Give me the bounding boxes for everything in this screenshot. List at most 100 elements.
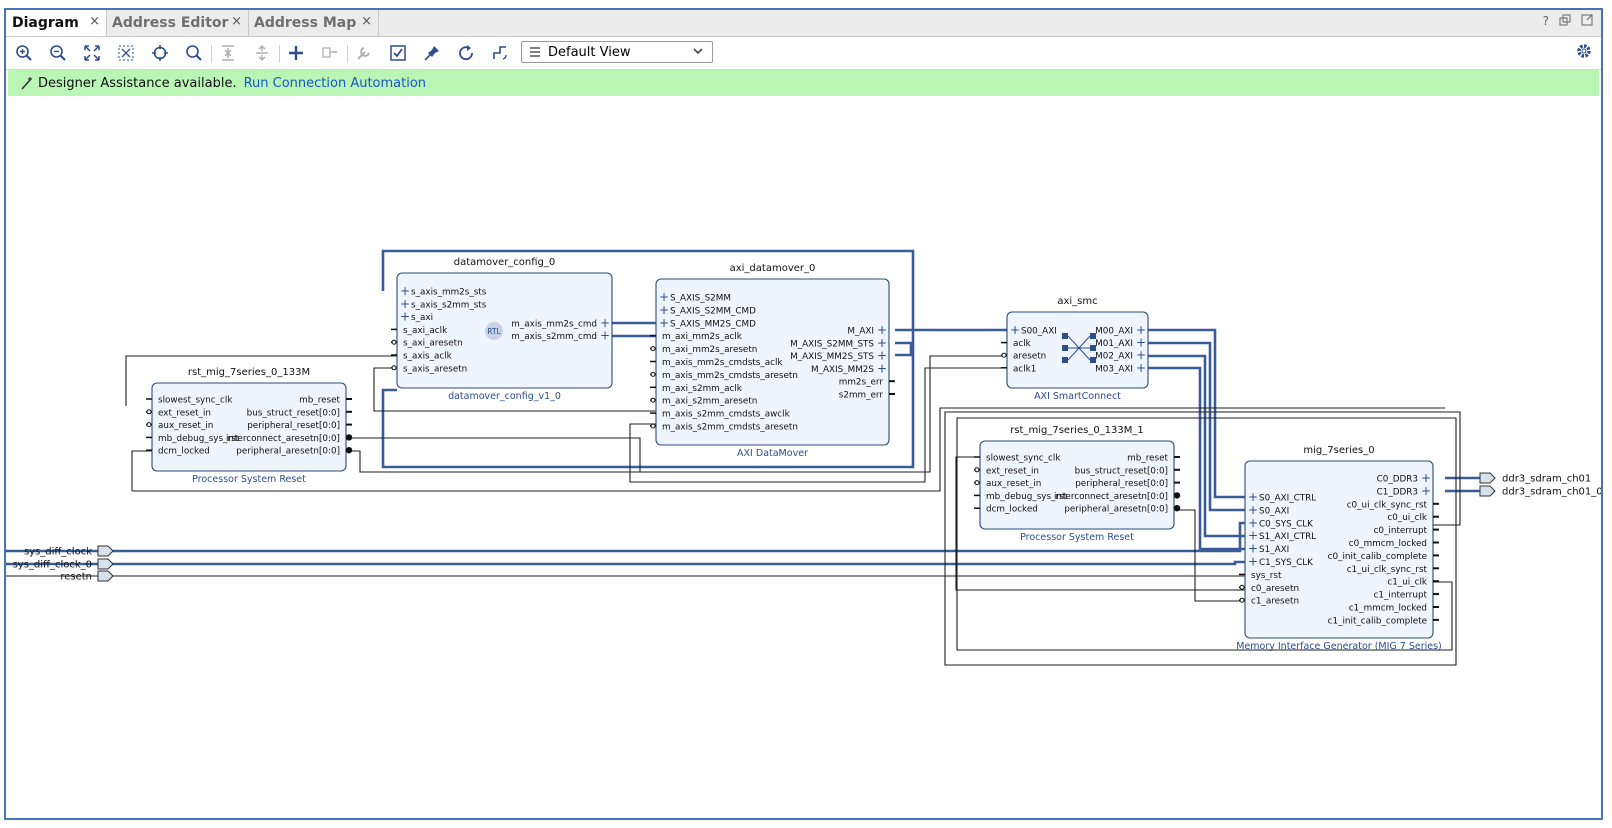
expand-all-icon: [251, 42, 273, 64]
external-input-sys_diff_clock[interactable]: sys_diff_clock: [24, 545, 114, 558]
port-expand-icon[interactable]: +: [400, 310, 410, 324]
wire-periph-b: [1174, 509, 1245, 602]
port-expand-icon[interactable]: +: [1136, 348, 1146, 362]
fit-selection-icon[interactable]: [115, 42, 137, 64]
fit-view-icon[interactable]: [81, 42, 103, 64]
block-datamover_config[interactable]: datamover_config_0datamover_config_v1_0+…: [391, 257, 613, 402]
port-expand-icon[interactable]: +: [1136, 361, 1146, 375]
block-datamover_config-body[interactable]: [396, 272, 613, 389]
port-expand-icon[interactable]: +: [400, 284, 410, 298]
port-label: m_axi_mm2s_aclk: [662, 332, 743, 342]
port-label: m_axis_mm2s_cmdsts_aclk: [662, 358, 783, 368]
block-rst_a-body[interactable]: [151, 382, 347, 472]
port-label: aux_reset_in: [158, 421, 213, 431]
output-port-shape[interactable]: [1479, 485, 1496, 497]
output-port-shape[interactable]: [1479, 472, 1496, 484]
block-mig-body[interactable]: [1244, 460, 1434, 639]
port-expand-icon[interactable]: +: [877, 336, 887, 350]
port-expand-icon[interactable]: +: [1136, 336, 1146, 350]
port-expand-icon[interactable]: +: [1421, 471, 1431, 485]
view-list-icon: [530, 47, 540, 57]
port-label: S1_AXI: [1259, 545, 1289, 555]
block-name: axi_smc: [1057, 296, 1097, 307]
pin-icon[interactable]: [421, 42, 443, 64]
port-label: S1_AXI_CTRL: [1259, 532, 1316, 542]
tab-address-editor-close-icon[interactable]: ×: [231, 14, 242, 29]
input-port-shape[interactable]: [97, 558, 114, 570]
port-expand-icon[interactable]: +: [1248, 516, 1258, 530]
gear-icon[interactable]: [1575, 42, 1593, 60]
port-expand-icon[interactable]: +: [1248, 503, 1258, 517]
port-expand-icon[interactable]: +: [659, 303, 669, 317]
run-connection-automation-link[interactable]: Run Connection Automation: [243, 75, 427, 91]
port-label: bus_struct_reset[0:0]: [247, 408, 340, 418]
port-expand-icon[interactable]: +: [400, 297, 410, 311]
input-port-shape[interactable]: [97, 545, 114, 557]
port-expand-icon[interactable]: +: [659, 290, 669, 304]
zoom-in-icon[interactable]: [13, 42, 35, 64]
regenerate-layout-icon[interactable]: [455, 42, 477, 64]
restore-icon[interactable]: [1559, 14, 1571, 26]
port-expand-icon[interactable]: +: [877, 349, 887, 363]
port-expand-icon[interactable]: +: [1421, 484, 1431, 498]
port-label: mb_debug_sys_rst: [158, 434, 240, 444]
auto-connect-icon[interactable]: [149, 42, 171, 64]
tab-address-map-label: Address Map: [254, 15, 357, 31]
port-expand-icon[interactable]: +: [1248, 555, 1258, 569]
port-expand-icon[interactable]: +: [1136, 323, 1146, 337]
port-label: M03_AXI: [1095, 364, 1133, 374]
port-label: m_axi_s2mm_aresetn: [662, 397, 757, 407]
port-label: c0_init_calib_complete: [1328, 552, 1427, 562]
port-expand-icon[interactable]: +: [1248, 529, 1258, 543]
port-expand-icon[interactable]: +: [1248, 542, 1258, 556]
tab-diagram[interactable]: Diagram ×: [6, 10, 107, 36]
tab-address-editor[interactable]: Address Editor ×: [106, 10, 249, 36]
validate-design-icon[interactable]: [387, 42, 409, 64]
block-rst_b-body[interactable]: [979, 440, 1175, 530]
port-label: s_axis_aclk: [403, 352, 453, 362]
port-expand-icon[interactable]: +: [600, 316, 610, 330]
external-output-label: ddr3_sdram_ch01: [1502, 474, 1591, 485]
external-input-sys_diff_clock_0[interactable]: sys_diff_clock_0: [13, 558, 114, 571]
port-expand-icon[interactable]: +: [600, 328, 610, 342]
input-port-shape[interactable]: [97, 570, 114, 582]
tab-diagram-label: Diagram: [12, 15, 79, 31]
port-label: slowest_sync_clk: [158, 396, 233, 406]
port-label: S0_AXI_CTRL: [1259, 494, 1316, 504]
tab-address-editor-label: Address Editor: [112, 15, 229, 31]
external-output-ddr3_sdram_ch01_0[interactable]: ddr3_sdram_ch01_0: [1479, 485, 1601, 498]
optimize-routing-icon[interactable]: [489, 42, 511, 64]
search-icon[interactable]: [183, 42, 205, 64]
maximize-icon[interactable]: [1581, 14, 1593, 26]
block-subtitle: AXI SmartConnect: [1034, 391, 1121, 402]
port-label: c0_interrupt: [1374, 526, 1428, 536]
port-expand-icon[interactable]: +: [877, 323, 887, 337]
port-expand-icon[interactable]: +: [1248, 490, 1258, 504]
port-expand-icon[interactable]: +: [659, 316, 669, 330]
tab-address-map-close-icon[interactable]: ×: [361, 14, 372, 29]
external-input-resetn[interactable]: resetn: [60, 570, 114, 583]
port-expand-icon[interactable]: +: [877, 361, 887, 375]
help-icon[interactable]: ?: [1542, 14, 1549, 28]
tab-diagram-close-icon[interactable]: ×: [89, 14, 100, 29]
port-inverter: [1239, 597, 1245, 603]
view-select[interactable]: Default View: [521, 41, 713, 63]
tab-address-map[interactable]: Address Map ×: [248, 10, 379, 36]
port-label: m_axis_mm2s_cmd: [511, 320, 597, 330]
port-label: bus_struct_reset[0:0]: [1075, 466, 1168, 476]
external-output-ddr3_sdram_ch01[interactable]: ddr3_sdram_ch01: [1479, 472, 1591, 485]
block-diagram-canvas[interactable]: datamover_config_0datamover_config_v1_0+…: [6, 96, 1601, 816]
port-expand-icon[interactable]: +: [1010, 323, 1020, 337]
bus-wire-loop: [381, 249, 915, 469]
zoom-out-icon[interactable]: [47, 42, 69, 64]
port-inverter: [391, 339, 397, 345]
wire-sys-clk-b: [955, 456, 1245, 591]
add-ip-icon[interactable]: [285, 42, 307, 64]
port-label: c1_ui_clk_sync_rst: [1347, 565, 1428, 575]
port-label: aux_reset_in: [986, 479, 1041, 489]
